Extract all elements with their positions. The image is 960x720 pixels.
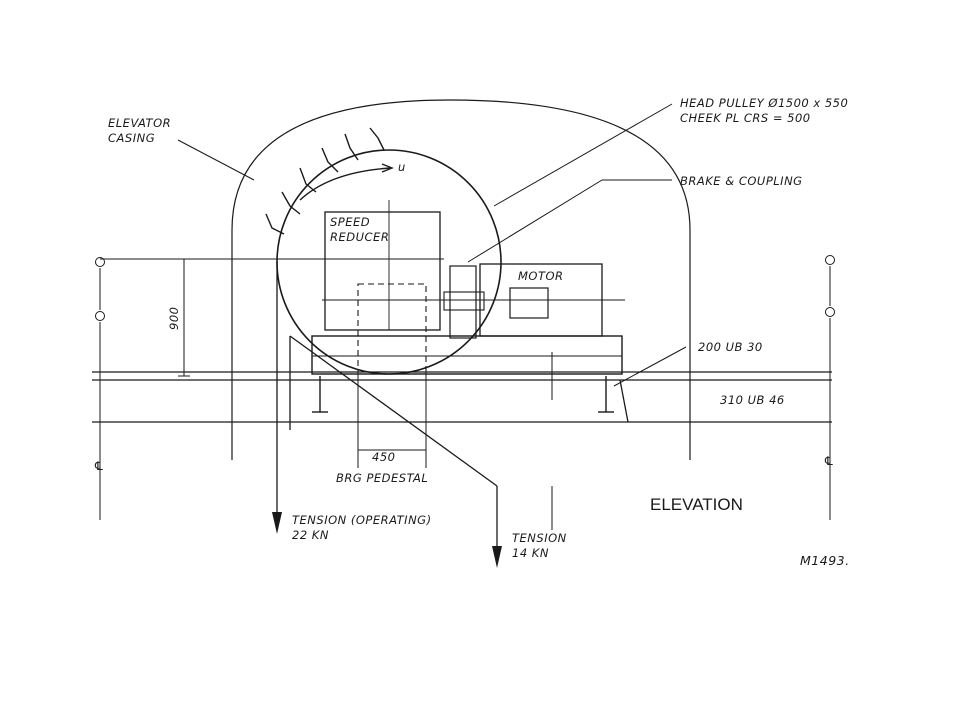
beam-310ub46-label: 310 UB 46	[720, 393, 785, 407]
left-column-centerline	[95, 257, 105, 520]
dimension-900	[178, 258, 190, 377]
tension-slack-arrow	[492, 546, 502, 568]
drawing-reference: M1493.	[800, 553, 850, 568]
tension-slack-label-1: TENSION	[512, 531, 567, 545]
speed-reducer-box	[324, 211, 441, 331]
tension-operating-label-2: 22 KN	[292, 528, 329, 542]
dimension-900-label: 900	[167, 307, 181, 330]
head-pulley-label-2: CHEEK PL CRS = 500	[680, 111, 811, 125]
view-title: ELEVATION	[650, 495, 743, 514]
motor-terminal-box	[509, 287, 549, 319]
dimension-450	[357, 372, 427, 468]
motor-label: MOTOR	[518, 269, 564, 283]
main-beams	[92, 371, 832, 423]
leader-lines	[177, 103, 687, 387]
elevator-casing-label-2: CASING	[108, 131, 155, 145]
beam-200ub30-label: 200 UB 30	[698, 340, 763, 354]
bearing-pedestal-hidden	[357, 283, 427, 373]
brake-coupling	[449, 265, 477, 339]
brake-coupling-label: BRAKE & COUPLING	[680, 174, 803, 188]
right-column-centerline	[825, 255, 835, 520]
tension-operating-arrow	[272, 512, 282, 534]
dimension-450-label: 450	[372, 450, 395, 464]
centerline-left-mark: ℄	[94, 459, 103, 473]
elevator-casing-label-1: ELEVATOR	[108, 116, 171, 130]
support-legs	[312, 376, 614, 413]
centerline-right-mark: ℄	[824, 454, 833, 468]
drive-base-frame	[311, 335, 623, 375]
head-pulley-label-1: HEAD PULLEY Ø1500 x 550	[680, 96, 848, 110]
rotation-arrow	[299, 167, 391, 201]
rotation-mark: u	[398, 160, 406, 174]
speed-reducer-label-1: SPEED	[330, 215, 370, 229]
tension-operating-label-1: TENSION (OPERATING)	[292, 513, 432, 527]
tension-slack-label-2: 14 KN	[512, 546, 549, 560]
elevator-casing-arch	[231, 99, 691, 460]
speed-reducer-label-2: REDUCER	[330, 230, 389, 244]
brg-pedestal-label: BRG PEDESTAL	[336, 471, 428, 485]
